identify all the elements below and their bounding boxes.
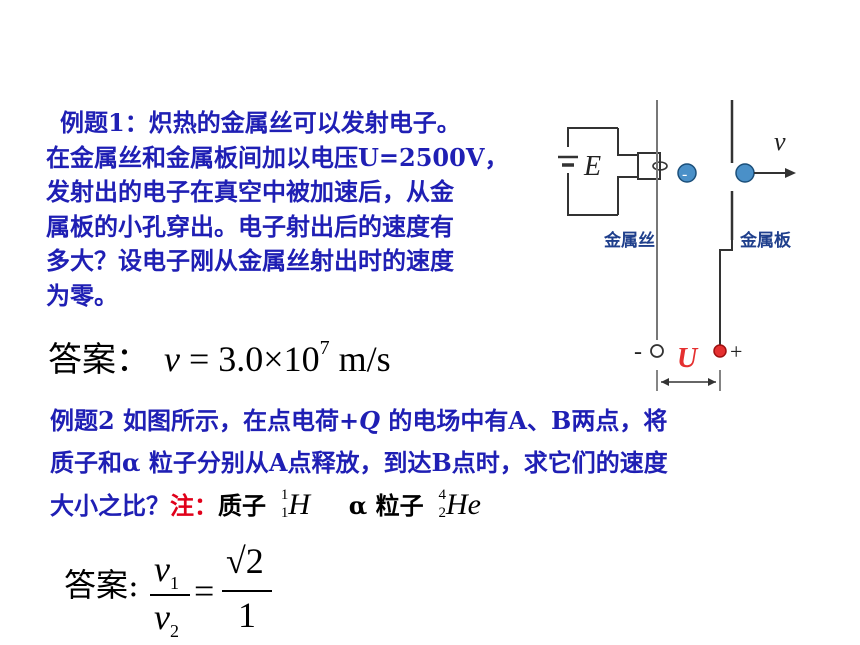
problem2-part1: 例题2 如图所示，在点电荷+ xyxy=(50,406,360,435)
minus-sign: - xyxy=(634,339,642,365)
answer1-unit: m/s xyxy=(338,339,391,379)
problem2-part2: 的电场中有A、B两点，将 xyxy=(380,406,668,435)
answer2-fraction-right: √2 1 xyxy=(222,540,274,636)
answer2-rhs-den: 1 xyxy=(238,595,256,635)
answer1-var: v xyxy=(164,339,180,379)
answer2-label: 答案: xyxy=(64,566,139,604)
answer1-eq: = 3.0×10 xyxy=(188,339,320,379)
alpha-label: α 粒子 xyxy=(348,491,424,520)
answer2-num-var: v xyxy=(154,549,170,589)
electron-icon xyxy=(677,163,697,183)
problem1-line: 在金属丝和金属板间加以电压U=2500V， xyxy=(46,142,509,172)
source-label: E xyxy=(583,151,601,182)
problem1-line: 属板的小孔穿出。电子射出后的速度有 xyxy=(46,211,454,241)
problem2-line2: 质子和α 粒子分别从A点释放，到达B点时，求它们的速度 xyxy=(50,448,668,477)
answer2-den-var: v xyxy=(154,597,170,637)
plus-sign: + xyxy=(730,339,742,364)
problem1-text: 例题1：炽热的金属丝可以发射电子。 在金属丝和金属板间加以电压U=2500V， … xyxy=(46,106,546,313)
answer1-exp: 7 xyxy=(319,337,330,359)
problem1-line: 发射出的电子在真空中被加速后，从金 xyxy=(46,177,454,206)
circuit-diagram: E - v 金属丝 金属板 - + U xyxy=(558,100,796,391)
answer2-rhs-num: √2 xyxy=(226,541,264,581)
answer2-num-sub: 1 xyxy=(169,573,179,594)
note-label: 注： xyxy=(170,491,218,520)
electron-sign: - xyxy=(682,166,687,183)
voltage-label: U xyxy=(677,343,699,374)
answer1: 答案： v = 3.0×107 m/s xyxy=(48,332,391,381)
answer2-equals: = xyxy=(194,571,215,611)
answer1-label: 答案： xyxy=(48,340,150,380)
problem1-line: 多大？设电子刚从金属丝射出时的速度 xyxy=(46,246,454,275)
problem2-charge: Q xyxy=(359,406,381,435)
answer2-fraction-left: v1 v2 xyxy=(150,548,190,642)
answer2-den-sub: 2 xyxy=(169,621,179,642)
proton-symbol: H xyxy=(288,488,311,521)
wire-label: 金属丝 xyxy=(603,230,655,251)
alpha-symbol: He xyxy=(445,488,481,521)
plate-label: 金属板 xyxy=(739,230,792,251)
velocity-label: v xyxy=(774,127,786,156)
electron-icon xyxy=(735,163,755,183)
proton-label: 质子 xyxy=(218,491,266,520)
problem1-line: 为零。 xyxy=(46,280,118,310)
problem1-line: 例题1：炽热的金属丝可以发射电子。 xyxy=(60,108,461,137)
problem2-text: 例题2 如图所示，在点电荷+Q 的电场中有A、B两点，将 质子和α 粒子分别从A… xyxy=(50,400,810,527)
problem2-line3: 大小之比？ xyxy=(50,491,170,520)
